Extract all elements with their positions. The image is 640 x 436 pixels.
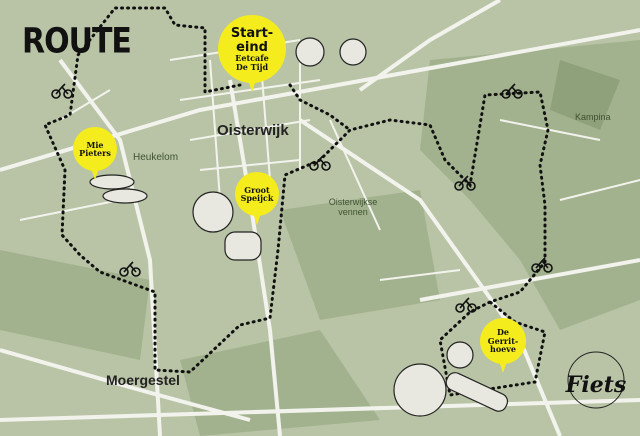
bicycle-icon xyxy=(51,83,73,99)
place-heukelom: Heukelom xyxy=(133,152,179,163)
bicycle-icon xyxy=(119,261,141,277)
stop-label: Groot xyxy=(244,184,270,195)
bottle-icon xyxy=(445,372,509,412)
stop-groot-speijck[interactable]: Groot Speijck xyxy=(235,172,279,225)
bowl-icon xyxy=(446,341,474,369)
logo-text: Fiets xyxy=(565,372,627,398)
pot-icon xyxy=(224,231,262,261)
stop-sublabel: De Tijd xyxy=(235,61,269,72)
route-line-branch xyxy=(288,83,352,132)
waffle-icon xyxy=(339,38,367,66)
stop-label: Start- xyxy=(230,25,274,41)
place-oisterwijk: Oisterwijk xyxy=(217,122,289,139)
food-illustrations xyxy=(89,37,509,417)
fiets-logo: Fiets xyxy=(565,351,627,409)
soup-bowl-icon xyxy=(192,191,234,233)
stop-mie-pieters[interactable]: Mie Pieters xyxy=(73,127,117,180)
stop-label: Mie xyxy=(86,139,104,150)
stop-label: Speijck xyxy=(240,193,274,203)
stop-de-gerrithoeve[interactable]: De Gerrit- hoeve xyxy=(480,318,526,373)
stop-label: hoeve xyxy=(490,344,516,355)
place-oisterwijkse-vennen: Oisterwijkse vennen xyxy=(328,197,378,217)
stop-label: eind xyxy=(236,39,268,55)
place-moergestel: Moergestel xyxy=(106,372,180,388)
stop-start-eind[interactable]: Start- eind Eetcafe De Tijd xyxy=(218,15,286,92)
stop-label: Pieters xyxy=(79,148,111,158)
bicycle-icon xyxy=(531,257,553,273)
bicycle-icon xyxy=(454,175,476,191)
stop-label: De xyxy=(496,327,510,338)
map-title: ROUTE xyxy=(22,21,132,62)
bicycle-icon xyxy=(501,83,523,99)
bicycle-icon xyxy=(309,155,331,171)
place-kampina: Kampina xyxy=(575,112,611,122)
bicycle-icons xyxy=(51,83,553,313)
pastry-icon xyxy=(89,174,135,190)
bicycle-icon xyxy=(455,297,477,313)
stop-sublabel: Eetcafe xyxy=(235,53,269,64)
plate-icon xyxy=(393,363,447,417)
coffee-cup-icon xyxy=(295,37,325,67)
stop-label: Gerrit- xyxy=(487,335,519,346)
